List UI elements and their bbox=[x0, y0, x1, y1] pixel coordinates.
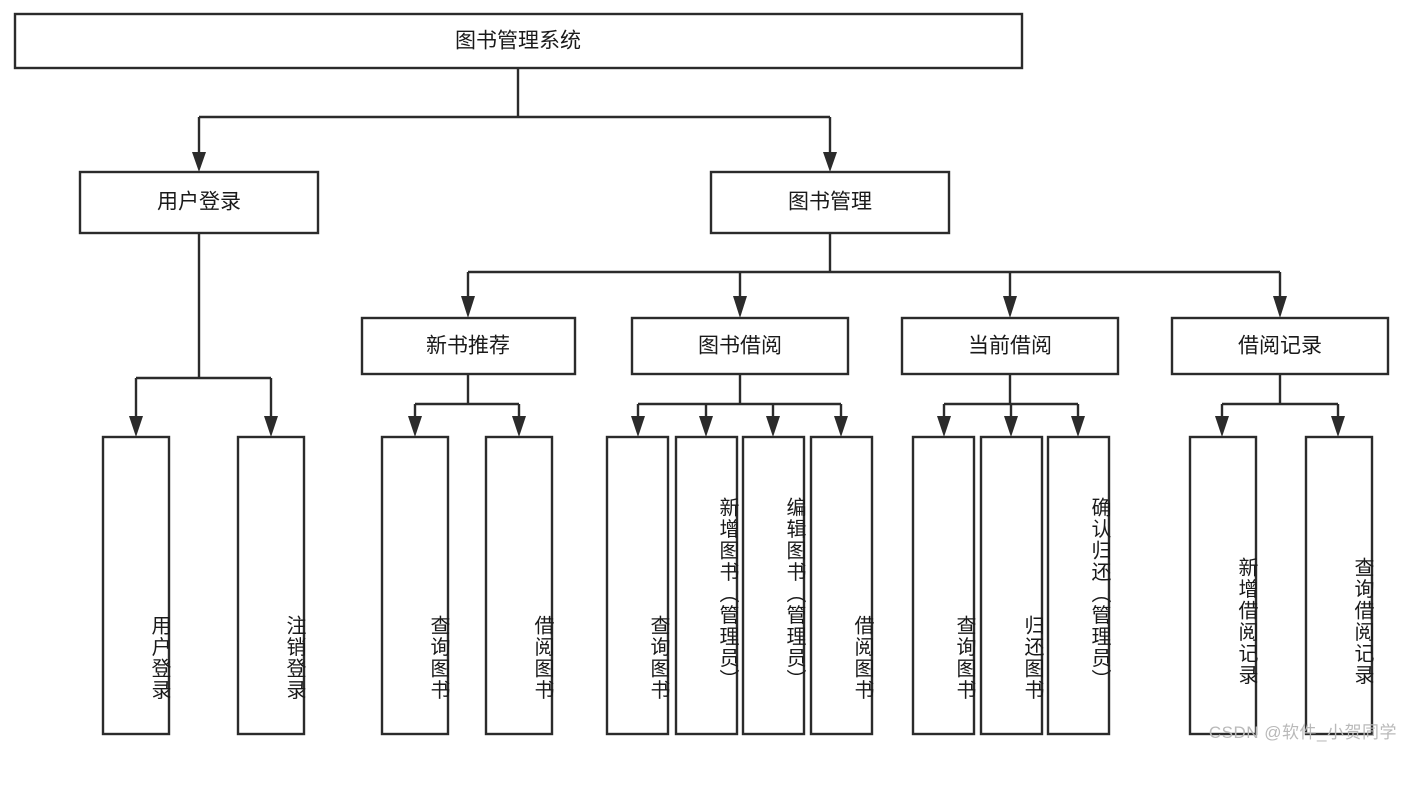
node-box-leaf-query-book-2[interactable] bbox=[605, 435, 670, 736]
node-box-leaf-edit-book[interactable] bbox=[741, 435, 806, 736]
node-box-leaf-user-login[interactable] bbox=[101, 435, 171, 736]
node-root-system[interactable]: 图书管理系统 bbox=[13, 12, 1024, 70]
node-box-leaf-borrow-book-2[interactable] bbox=[809, 435, 874, 736]
node-box-leaf-add-record[interactable] bbox=[1188, 435, 1258, 736]
arrow-head-new-book-recommend bbox=[461, 296, 475, 318]
node-box-leaf-query-book-3[interactable] bbox=[911, 435, 976, 736]
arrow-head-leaf-query-record bbox=[1331, 416, 1345, 437]
watermark: CSDN @软件_小贺同学 bbox=[1208, 723, 1397, 742]
diagram-root: 图书管理系统 用户登录 图书管理 bbox=[13, 12, 1397, 742]
node-borrow-record[interactable]: 借阅记录 bbox=[1170, 316, 1390, 376]
arrow-head-leaf-query-book-3 bbox=[937, 416, 951, 437]
connector-book-manage-to-level3 bbox=[461, 233, 1287, 318]
arrow-head-leaf-query-book-2 bbox=[631, 416, 645, 437]
node-box-leaf-borrow-book-1[interactable] bbox=[484, 435, 554, 736]
node-label-book-manage: 图书管理 bbox=[788, 191, 872, 214]
node-label-current-borrow: 当前借阅 bbox=[968, 335, 1052, 358]
connector-user-login-to-leaves bbox=[129, 233, 278, 437]
arrow-head-leaf-add-record bbox=[1215, 416, 1229, 437]
node-box-leaf-confirm-return[interactable] bbox=[1046, 435, 1111, 736]
node-box-root-system[interactable] bbox=[13, 12, 1024, 70]
arrow-head-book-borrow bbox=[733, 296, 747, 318]
node-label-borrow-record: 借阅记录 bbox=[1238, 335, 1322, 358]
connector-borrow-record-to-leaves bbox=[1215, 374, 1345, 437]
node-user-login[interactable]: 用户登录 bbox=[78, 170, 320, 235]
node-box-leaf-add-book[interactable] bbox=[674, 435, 739, 736]
node-label-book-borrow: 图书借阅 bbox=[698, 335, 782, 358]
node-label-user-login: 用户登录 bbox=[157, 191, 241, 214]
node-book-borrow[interactable]: 图书借阅 bbox=[630, 316, 850, 376]
arrow-head-leaf-borrow-book-2 bbox=[834, 416, 848, 437]
node-label-root-system: 图书管理系统 bbox=[455, 30, 581, 53]
node-box-leaf-user-logout[interactable] bbox=[236, 435, 306, 736]
node-box-new-book-recommend[interactable] bbox=[360, 316, 577, 376]
arrow-head-current-borrow bbox=[1003, 296, 1017, 318]
node-book-manage[interactable]: 图书管理 bbox=[709, 170, 951, 235]
node-box-leaf-query-record[interactable] bbox=[1304, 435, 1374, 736]
arrow-head-leaf-user-login bbox=[129, 416, 143, 437]
node-new-book-recommend[interactable]: 新书推荐 bbox=[360, 316, 577, 376]
node-current-borrow[interactable]: 当前借阅 bbox=[900, 316, 1120, 376]
arrow-head-leaf-borrow-book-1 bbox=[512, 416, 526, 437]
arrow-head-user-login bbox=[192, 152, 206, 172]
arrow-head-borrow-record bbox=[1273, 296, 1287, 318]
node-label-new-book-recommend: 新书推荐 bbox=[426, 335, 510, 358]
diagram-canvas: 图书管理系统 用户登录 图书管理 bbox=[13, 12, 1390, 736]
arrow-head-leaf-add-book bbox=[699, 416, 713, 437]
arrow-head-leaf-edit-book bbox=[766, 416, 780, 437]
connector-current-borrow-to-leaves bbox=[937, 374, 1085, 437]
arrow-head-leaf-user-logout bbox=[264, 416, 278, 437]
arrow-head-leaf-return-book bbox=[1004, 416, 1018, 437]
connector-new-book-recommend-to-leaves bbox=[408, 374, 526, 437]
node-box-leaf-return-book[interactable] bbox=[979, 435, 1044, 736]
node-box-user-login[interactable] bbox=[78, 170, 320, 235]
arrow-head-leaf-confirm-return bbox=[1071, 416, 1085, 437]
node-box-current-borrow[interactable] bbox=[900, 316, 1120, 376]
node-box-leaf-query-book-1[interactable] bbox=[380, 435, 450, 736]
connector-book-borrow-to-leaves bbox=[631, 374, 848, 437]
connector-root-to-level2 bbox=[192, 68, 837, 172]
arrow-head-book-manage bbox=[823, 152, 837, 172]
arrow-head-leaf-query-book-1 bbox=[408, 416, 422, 437]
